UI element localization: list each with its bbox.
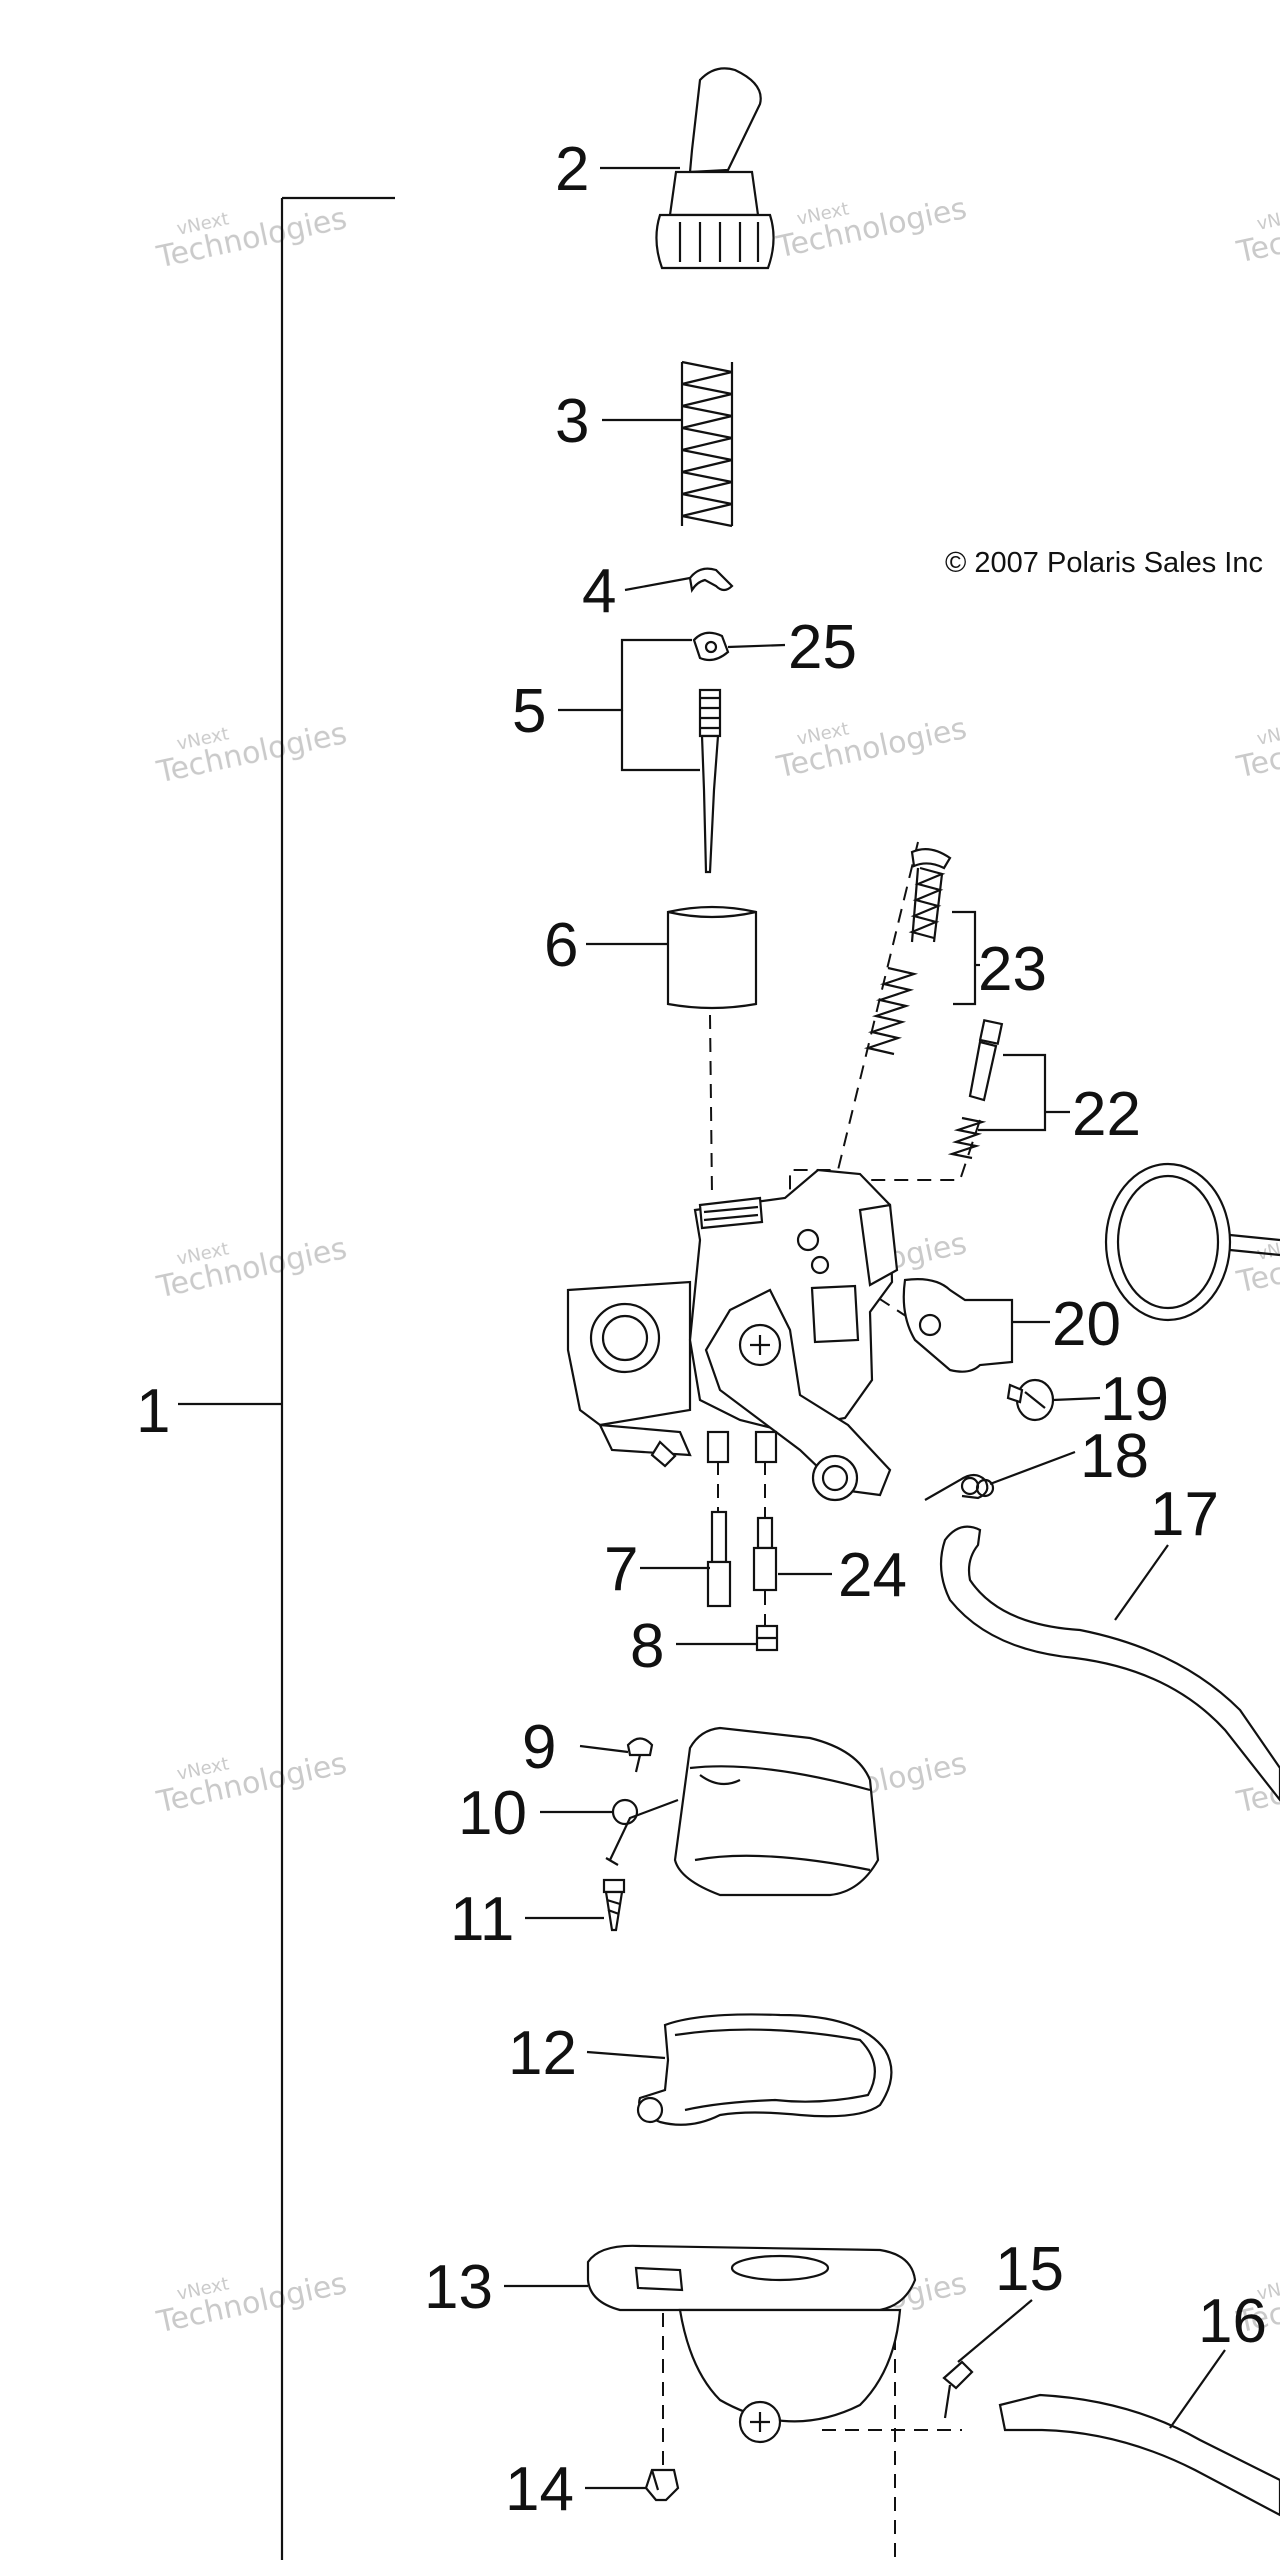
svg-text:Technologies: Technologies <box>773 191 970 266</box>
part-float-bowl <box>586 2244 917 2444</box>
svg-text:Technologies: Technologies <box>1233 196 1280 271</box>
callout-13: 13 <box>424 2253 493 2322</box>
callout-19: 19 <box>1100 1365 1169 1434</box>
part-throttle-spring <box>680 360 734 528</box>
callout-12: 12 <box>508 2019 577 2088</box>
callout-11: 11 <box>450 1885 514 1954</box>
part-jet-holder <box>755 1624 779 1652</box>
callout-14: 14 <box>505 2455 574 2524</box>
callout-7: 7 <box>604 1535 638 1604</box>
watermark: vNext Technologies <box>1233 196 1280 271</box>
part-lever-spring-clip <box>605 1798 679 1866</box>
callout-6: 6 <box>544 911 578 980</box>
watermark: vNext Technologies <box>153 2266 350 2341</box>
callout-3: 3 <box>555 387 589 456</box>
part-choke-cover <box>673 1726 880 1897</box>
part-drain-bolt <box>644 2468 680 2502</box>
part-choke-lever <box>902 1278 1014 1373</box>
part-screw <box>1006 1378 1055 1422</box>
watermark: vNext Technologies <box>153 1231 350 1306</box>
callout-10: 10 <box>458 1779 527 1848</box>
callout-5: 5 <box>512 677 546 746</box>
watermark: vNext Technologies <box>1233 711 1280 786</box>
part-idle-screw-assembly <box>863 847 952 1056</box>
part-jet-needle <box>698 688 722 874</box>
callout-1: 1 <box>136 1377 170 1446</box>
part-small-screw <box>626 1737 654 1773</box>
part-pan-screw <box>602 1878 626 1932</box>
callout-25: 25 <box>788 613 857 682</box>
callout-17: 17 <box>1150 1480 1219 1549</box>
svg-text:Technologies: Technologies <box>153 1231 350 1306</box>
svg-text:Technologies: Technologies <box>153 2266 350 2341</box>
part-carburetor-body <box>566 1168 899 1502</box>
callout-18: 18 <box>1080 1422 1149 1491</box>
callout-labels: 1 2 3 4 5 6 7 8 9 10 11 12 13 14 15 16 1… <box>136 135 1267 2524</box>
part-o-ring-gasket <box>1104 1162 1280 1322</box>
assembly-bracket <box>178 196 395 2560</box>
callout-24: 24 <box>838 1541 907 1610</box>
part-fuel-hose <box>939 1525 1280 1802</box>
callout-16: 16 <box>1198 2287 1267 2356</box>
part-drain-screw <box>942 2360 974 2419</box>
callout-20: 20 <box>1052 1290 1121 1359</box>
watermark: vNext Technologies <box>773 191 970 266</box>
svg-text:Technologies: Technologies <box>153 716 350 791</box>
callout-4: 4 <box>582 557 616 626</box>
callout-22: 22 <box>1072 1080 1141 1149</box>
callout-23: 23 <box>978 935 1047 1004</box>
copyright-notice: © 2007 Polaris Sales Inc <box>945 547 1263 579</box>
part-drain-hose <box>998 2393 1280 2517</box>
callout-9: 9 <box>522 1713 556 1782</box>
watermark: vNext Technologies <box>153 716 350 791</box>
part-pilot-screw-assembly <box>947 1019 1004 1160</box>
watermark: vNext Technologies <box>153 1746 350 1821</box>
part-main-jet <box>706 1510 732 1608</box>
svg-text:Technologies: Technologies <box>1233 711 1280 786</box>
part-slow-jet <box>752 1516 778 1592</box>
callout-8: 8 <box>630 1612 664 1681</box>
part-e-clip <box>692 631 730 662</box>
part-cable-adjuster-cap <box>655 67 775 270</box>
callout-15: 15 <box>995 2235 1064 2304</box>
watermark: vNext Technologies <box>773 711 970 786</box>
part-needle-clip-retainer <box>688 567 734 594</box>
part-hose-clip <box>924 1473 995 1501</box>
leader-lines <box>504 166 1226 2490</box>
callout-2: 2 <box>555 135 589 204</box>
svg-text:Technologies: Technologies <box>773 711 970 786</box>
svg-text:Technologies: Technologies <box>153 1746 350 1821</box>
part-throttle-slide <box>666 905 758 1010</box>
part-float-bowl-gasket <box>636 2013 893 2126</box>
svg-text:Technologies: Technologies <box>153 201 350 276</box>
